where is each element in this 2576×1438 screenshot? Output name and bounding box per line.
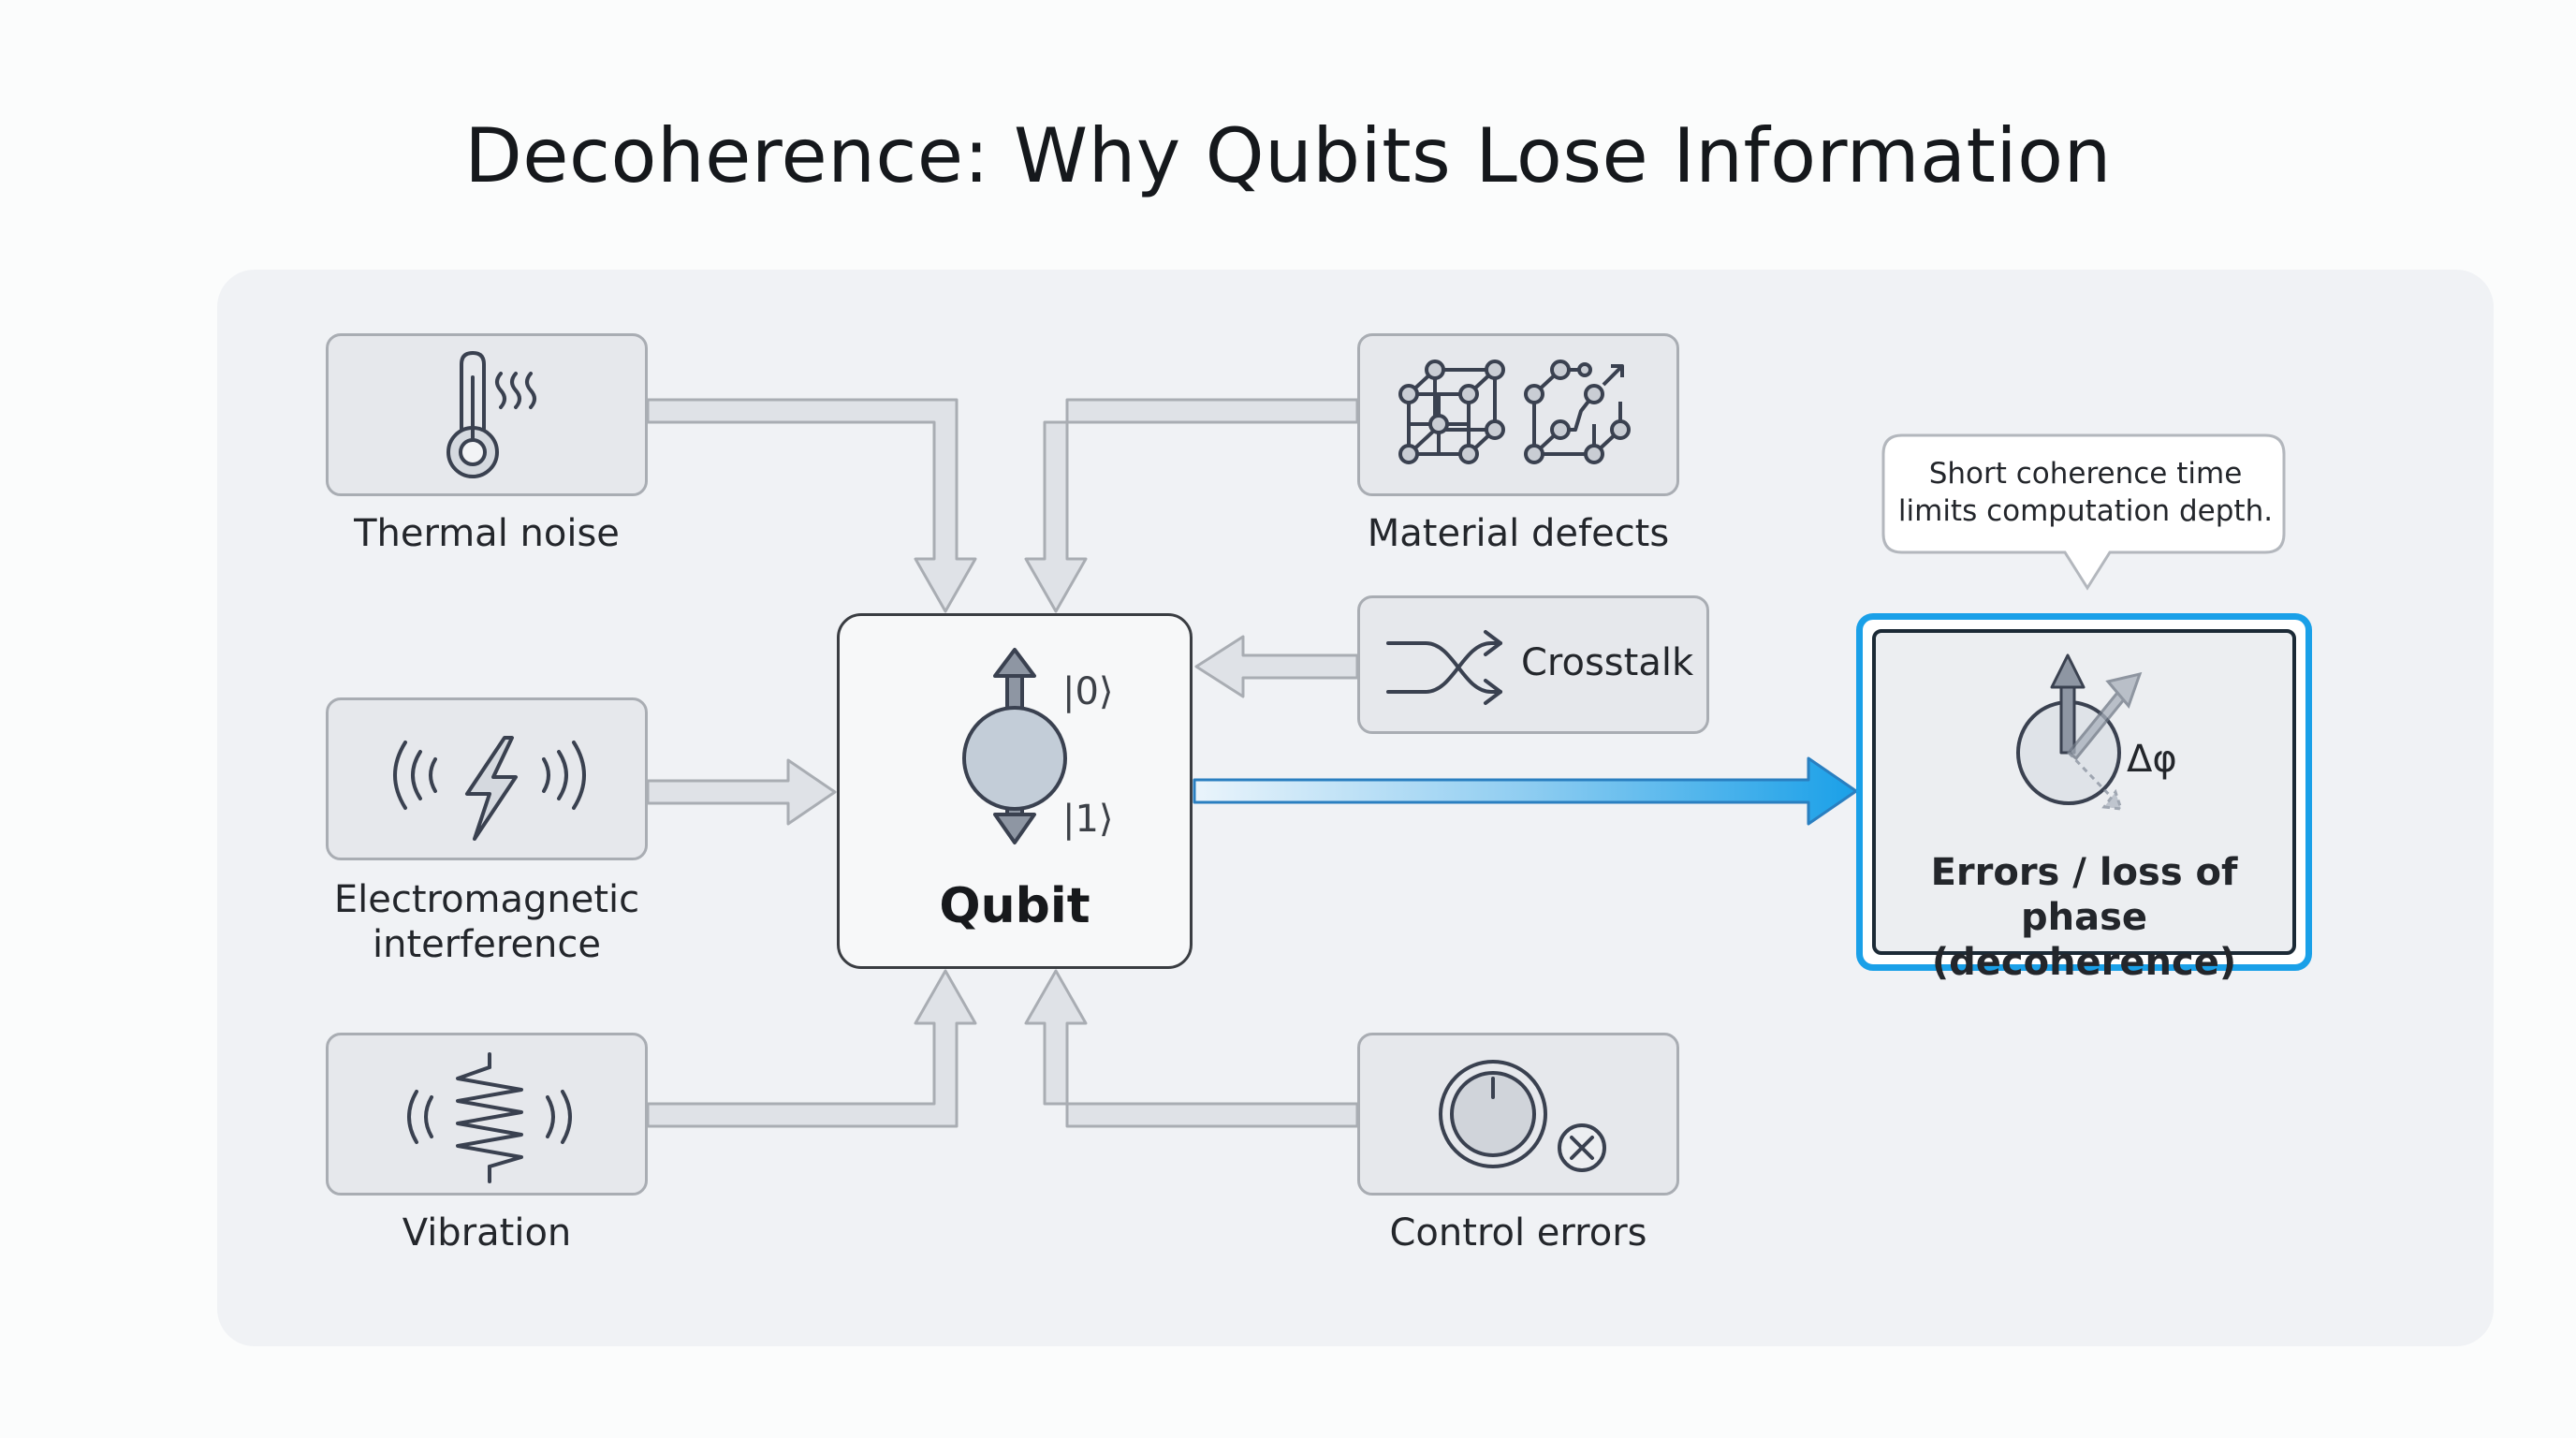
callout-text: Short coherence time limits computation … (1889, 455, 2282, 530)
vibration-label: Vibration (402, 1211, 572, 1255)
thermal-noise-label: Thermal noise (354, 512, 620, 555)
crosstalk-box: Crosstalk (1357, 595, 1709, 734)
callout-line2: limits computation depth. (1897, 494, 2274, 528)
arrow-crosstalk-to-qubit (1194, 635, 1359, 698)
arrow-qubit-to-output (1193, 756, 1858, 826)
material-defects-box (1357, 333, 1679, 496)
dial-error-icon (1439, 1060, 1606, 1172)
crossing-arrows-icon (1386, 630, 1502, 705)
decoherence-output-inner: Δφ Errors / loss of phase (decoherence) (1872, 629, 2296, 984)
arrow-em-to-qubit (646, 758, 837, 826)
arrow-thermal-to-qubit (646, 398, 977, 613)
vibration-box (326, 1033, 648, 1196)
arrow-vibration-to-qubit (646, 969, 977, 1128)
qubit-box: |0⟩ |1⟩ Qubit (837, 613, 1193, 969)
control-errors-label: Control errors (1389, 1211, 1647, 1255)
decoherence-output-box: Δφ Errors / loss of phase (decoherence) (1856, 613, 2312, 984)
output-label-line2: (decoherence) (1931, 941, 2237, 984)
em-interference-label: Electromagnetic interference (281, 877, 693, 967)
callout-line1: Short coherence time (1928, 457, 2243, 491)
phase-delta-symbol: Δφ (2127, 738, 2177, 781)
em-label-line2: interference (372, 923, 602, 966)
spring-vibration-icon (407, 1052, 572, 1183)
control-errors-box (1357, 1033, 1679, 1196)
em-label-line1: Electromagnetic (333, 878, 640, 921)
callout-bubble (1881, 433, 2286, 591)
diagram-title: Decoherence: Why Qubits Lose Information (464, 112, 2112, 199)
ket-one: |1⟩ (1062, 798, 1114, 841)
qubit-spin-icon (962, 648, 1067, 844)
crosstalk-label: Crosstalk (1521, 641, 1694, 684)
arrow-material-to-qubit (1024, 398, 1359, 613)
decoherence-output-label: Errors / loss of phase (decoherence) (1876, 850, 2292, 985)
phase-shift-icon (2016, 653, 2143, 811)
arrow-control-to-qubit (1024, 969, 1359, 1128)
material-defects-label: Material defects (1367, 512, 1670, 555)
em-interference-box (326, 697, 648, 860)
ket-zero: |0⟩ (1062, 670, 1114, 713)
output-label-line1: Errors / loss of phase (1930, 851, 2238, 939)
thermometer-icon (446, 350, 536, 478)
qubit-label: Qubit (939, 878, 1090, 934)
thermal-noise-box (326, 333, 648, 496)
crystal-lattice-icon (1398, 360, 1631, 464)
lightning-waves-icon (393, 736, 586, 841)
